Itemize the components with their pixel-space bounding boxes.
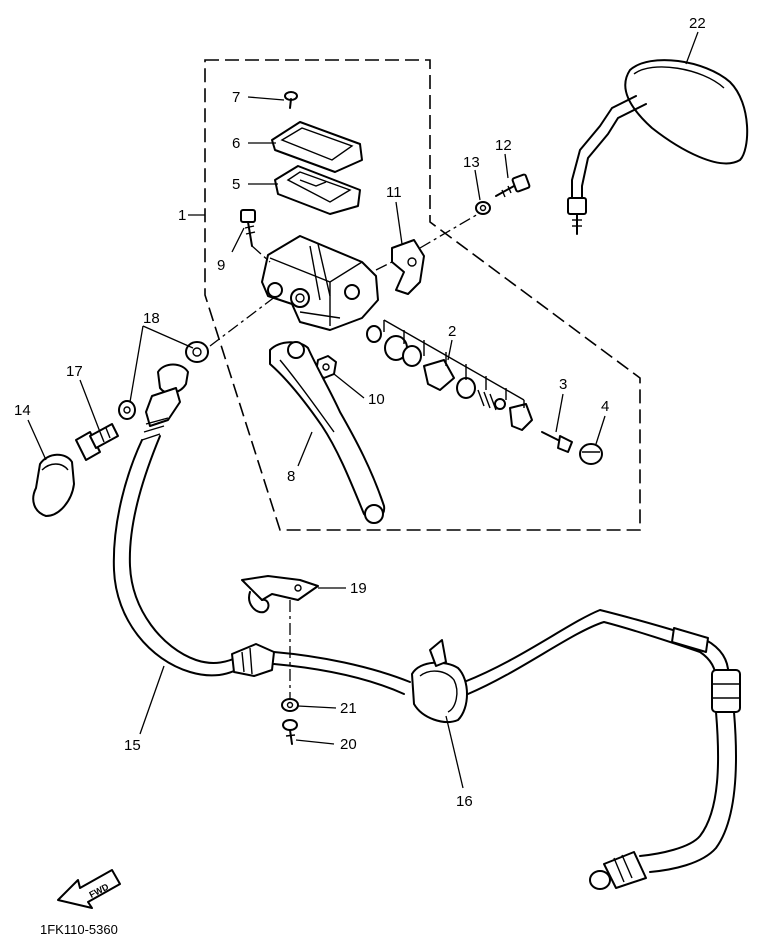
callout-20: 20	[340, 736, 357, 753]
callout-17: 17	[66, 363, 83, 380]
callout-13: 13	[463, 154, 480, 171]
diagram-code: 1FK110-5360	[40, 922, 118, 937]
part-17-union-bolt	[75, 423, 119, 461]
fwd-arrow-icon: FWD	[57, 869, 121, 909]
callout-1: 1	[178, 207, 186, 224]
part-2-piston-kit	[366, 319, 533, 431]
alignment-lines	[209, 213, 479, 347]
assembly-boundary	[204, 59, 641, 531]
leader-lines	[27, 31, 699, 789]
callout-14: 14	[14, 402, 31, 419]
part-21-nut	[281, 698, 299, 712]
part-3-screw	[541, 431, 573, 453]
callout-18: 18	[143, 310, 160, 327]
callout-22: 22	[689, 15, 706, 32]
callout-12: 12	[495, 137, 512, 154]
callout-2: 2	[448, 323, 456, 340]
part-19-hose-guide	[241, 575, 319, 700]
part-11-bracket	[391, 239, 425, 295]
part-9-screw	[240, 209, 256, 247]
part-12-bolt	[495, 173, 531, 198]
part-22-mirror	[567, 59, 749, 235]
part-7-screw	[284, 91, 298, 109]
callout-8: 8	[287, 468, 295, 485]
master-cylinder-body	[261, 235, 379, 331]
callout-19: 19	[350, 580, 367, 597]
part-13-nut	[475, 201, 491, 215]
callout-16: 16	[456, 793, 473, 810]
part-4-cap	[579, 443, 603, 465]
callout-15: 15	[124, 737, 141, 754]
part-6-reservoir-cover	[271, 121, 363, 173]
callout-labels: 1 2 3 4 5 6 7 8 9 10 11 12 13 14 15 16 1…	[14, 15, 706, 810]
callout-11: 11	[386, 184, 402, 201]
callout-3: 3	[559, 376, 567, 393]
callout-10: 10	[368, 391, 385, 408]
part-20-bolt	[282, 719, 298, 745]
part-15-brake-hose	[112, 435, 275, 677]
callout-5: 5	[232, 176, 240, 193]
hose-end-fitting	[141, 363, 189, 441]
callout-6: 6	[232, 135, 240, 152]
part-14-boot	[32, 453, 75, 517]
callout-9: 9	[217, 257, 225, 274]
part-16-clamp	[411, 639, 468, 723]
callout-4: 4	[601, 398, 609, 415]
callout-7: 7	[232, 89, 240, 106]
callout-21: 21	[340, 700, 357, 717]
part-5-diaphragm	[274, 165, 361, 215]
hose-run	[273, 609, 730, 695]
hose-lower-section	[589, 669, 741, 890]
part-8-lever	[269, 341, 386, 524]
